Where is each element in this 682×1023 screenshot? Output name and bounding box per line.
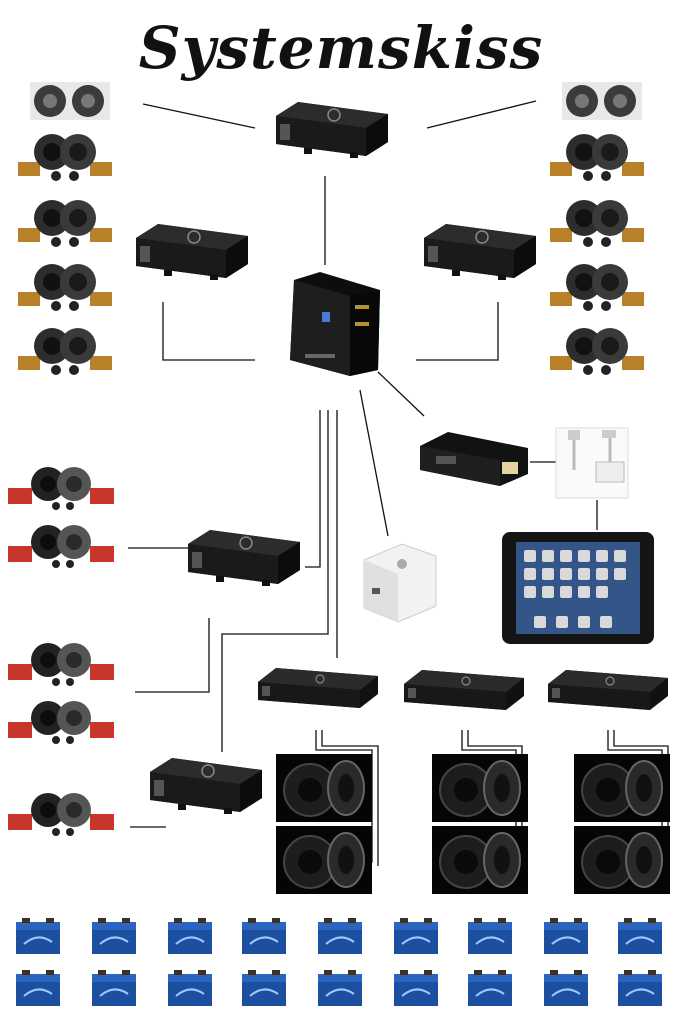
subwoofer-6	[573, 825, 671, 895]
battery	[15, 917, 61, 955]
battery	[167, 969, 213, 1007]
amplifier-top	[275, 101, 389, 159]
amplifier-right	[423, 223, 537, 281]
amplifier-bottom-left	[149, 757, 263, 815]
component-speaker-left-3	[18, 264, 112, 311]
video-converter-box	[420, 432, 528, 486]
component-speaker-left-1	[18, 134, 112, 181]
red-speaker-set-1	[8, 467, 114, 510]
subwoofer-2	[275, 825, 373, 895]
battery	[167, 917, 213, 955]
battery	[317, 917, 363, 955]
subwoofer-1	[275, 753, 373, 823]
battery	[543, 917, 589, 955]
sub-amplifier-1	[257, 667, 379, 709]
tweeter-pair-right	[562, 82, 642, 120]
battery	[91, 917, 137, 955]
amplifier-mid-left	[187, 529, 301, 587]
dsp-processor	[290, 272, 380, 376]
red-speaker-set-2	[8, 525, 114, 568]
battery	[91, 969, 137, 1007]
page-title: Systemskiss	[138, 14, 544, 82]
amplifier-left	[135, 223, 249, 281]
battery	[317, 969, 363, 1007]
battery	[241, 969, 287, 1007]
battery	[393, 969, 439, 1007]
tablet	[502, 532, 654, 644]
battery-bank	[15, 917, 663, 1007]
battery	[617, 969, 663, 1007]
component-speaker-right-1	[550, 134, 644, 181]
component-speaker-right-4	[550, 328, 644, 375]
tweeter-pair-left	[30, 82, 110, 120]
subwoofer-4	[431, 825, 529, 895]
component-speaker-right-3	[550, 264, 644, 311]
red-speaker-set-5	[8, 793, 114, 836]
battery	[393, 917, 439, 955]
battery	[241, 917, 287, 955]
battery	[617, 917, 663, 955]
battery	[467, 917, 513, 955]
component-speaker-right-2	[550, 200, 644, 247]
adapter-cables	[555, 427, 629, 499]
sub-amplifier-3	[547, 669, 669, 711]
component-speaker-left-4	[18, 328, 112, 375]
subwoofer-3	[431, 753, 529, 823]
battery	[15, 969, 61, 1007]
component-speaker-left-2	[18, 200, 112, 247]
battery	[543, 969, 589, 1007]
red-speaker-set-4	[8, 701, 114, 744]
subwoofer-5	[573, 753, 671, 823]
battery	[467, 969, 513, 1007]
wifi-router	[363, 543, 437, 623]
red-speaker-set-3	[8, 643, 114, 686]
sub-amplifier-2	[403, 669, 525, 711]
